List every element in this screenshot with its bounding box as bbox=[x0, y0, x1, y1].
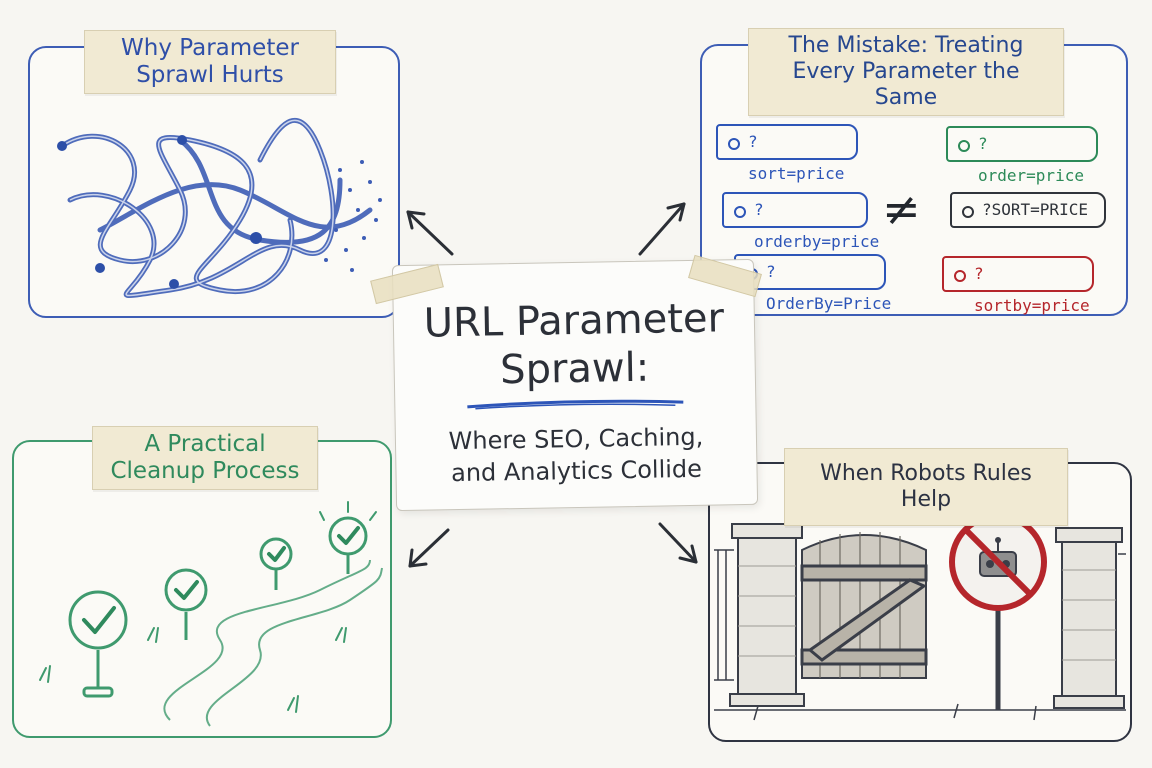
title-underline bbox=[467, 399, 684, 410]
panel-title-robots: When Robots Rules Help bbox=[784, 448, 1068, 526]
param-tag: ?order=price bbox=[946, 126, 1098, 185]
param-tag: ?sortby=price bbox=[942, 256, 1094, 315]
central-topic-card: URL Parameter Sprawl: Where SEO, Caching… bbox=[391, 258, 759, 512]
central-subtitle: Where SEO, Caching, and Analytics Collid… bbox=[448, 422, 704, 488]
no-robot-sign-icon bbox=[949, 513, 1047, 710]
param-tag: ?sort=price bbox=[716, 124, 858, 183]
panel-title-cleanup: A Practical Cleanup Process bbox=[92, 426, 318, 491]
not-equal-symbol: ≠ bbox=[882, 182, 921, 236]
param-tag: ?SORT=PRICE bbox=[950, 192, 1106, 228]
tangled-path-icon bbox=[57, 117, 382, 299]
checkmark-path-icon bbox=[39, 501, 383, 727]
central-title: URL Parameter Sprawl: bbox=[423, 295, 725, 394]
gate-icon bbox=[714, 513, 1126, 721]
panel-title-mistake: The Mistake: Treating Every Parameter th… bbox=[748, 28, 1064, 116]
param-tag: ?orderby=price bbox=[722, 192, 879, 251]
panel-title-why: Why Parameter Sprawl Hurts bbox=[84, 30, 336, 95]
param-tag: ?OrderBy=Price bbox=[734, 254, 891, 313]
